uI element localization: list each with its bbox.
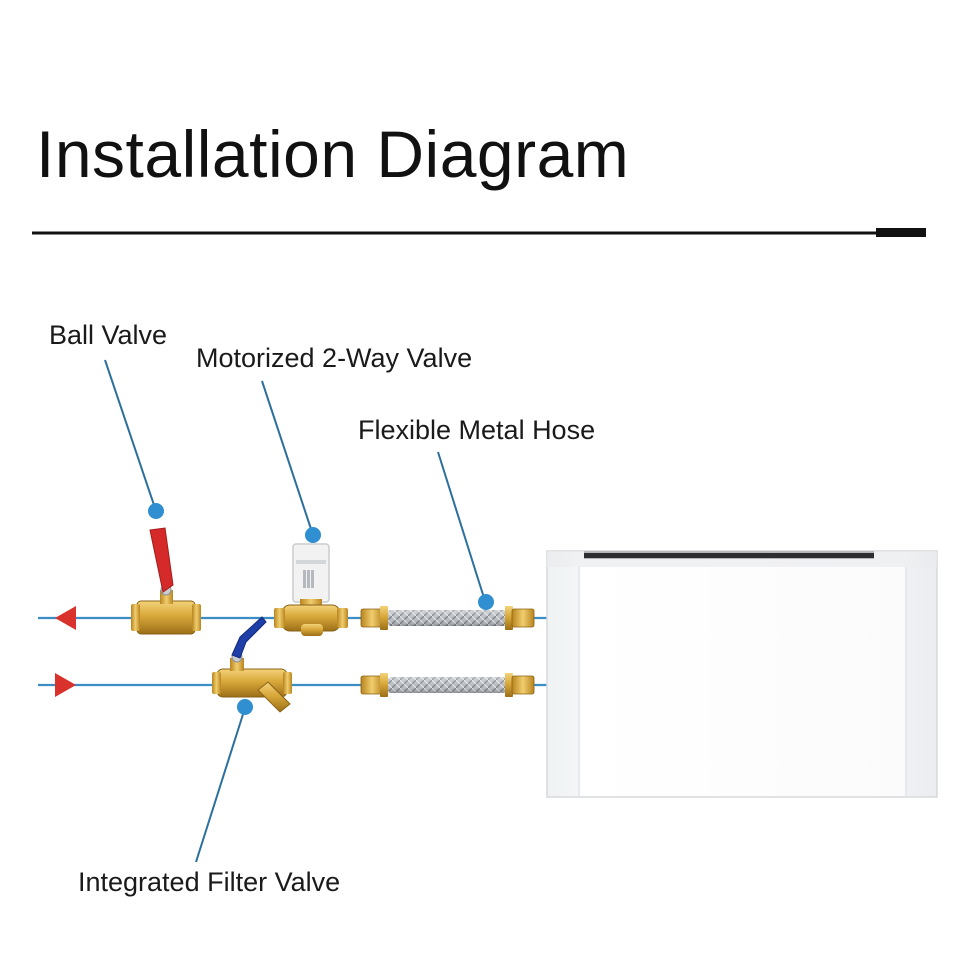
ball-valve-handle [149,527,174,593]
ball-valve-leader [104,359,157,512]
ball-valve [131,527,201,635]
filter-valve-leader [195,707,246,863]
lower-flow-arrow [55,673,76,697]
fan-coil-unit [546,550,938,798]
flexible-hose-dot [478,594,494,610]
filter-valve [212,616,292,713]
flexible-hose-leader [437,451,486,602]
upper-flexible-hose [360,606,535,630]
ball-valve-label: Ball Valve [49,320,168,350]
ball-valve-dot [148,503,164,519]
title-underline [32,228,926,237]
filter-valve-dot [237,699,253,715]
motorized-valve-leader [261,380,314,536]
lower-flexible-hose [360,673,535,697]
upper-flow-arrow [55,606,76,630]
motorized-valve [274,543,348,636]
filter-valve-label: Integrated Filter Valve [78,867,341,897]
page-title: Installation Diagram [36,117,630,191]
flexible-hose-label: Flexible Metal Hose [358,415,596,445]
motorized-valve-label: Motorized 2-Way Valve [196,343,473,373]
filter-valve-handle [231,616,267,659]
motorized-valve-dot [305,527,321,543]
